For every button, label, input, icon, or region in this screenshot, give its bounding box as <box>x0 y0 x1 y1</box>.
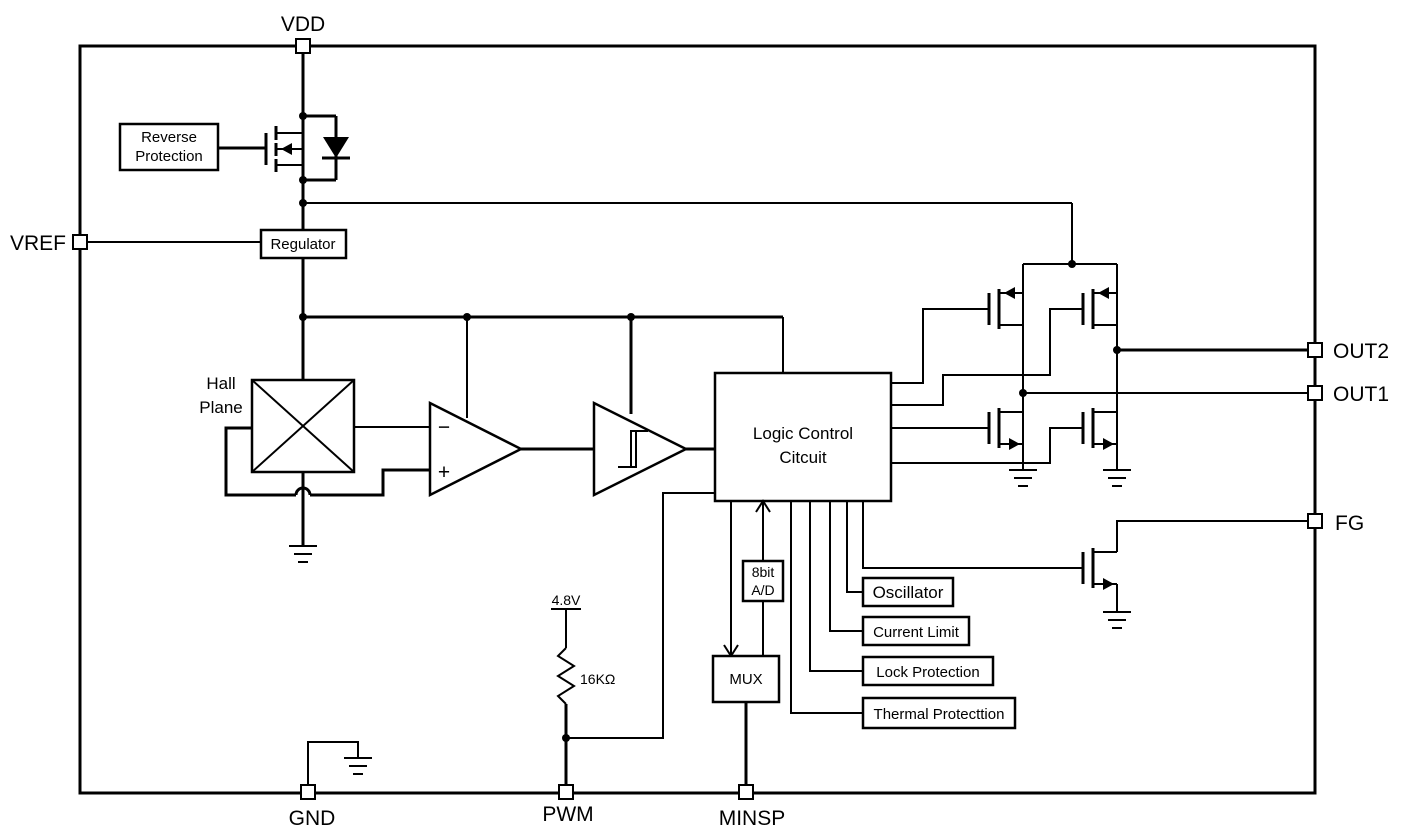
pin-out1: OUT1 <box>1307 383 1389 406</box>
body-diode <box>322 137 350 160</box>
pin-out2: OUT2 <box>1307 340 1389 363</box>
adc-label-1: 8bit <box>752 564 775 580</box>
thermal-protection-block: Thermal Protecttion <box>861 696 1017 730</box>
logic-control-label-2: Citcuit <box>779 448 827 467</box>
hall-ground-symbol <box>289 545 317 563</box>
mux-label: MUX <box>729 671 762 688</box>
fg-output-mosfet <box>862 501 1308 629</box>
pin-vdd-label: VDD <box>281 13 325 36</box>
high-side-mosfet-out2 <box>1081 287 1117 329</box>
pwm-wiring <box>551 492 715 785</box>
pin-minsp-label: MINSP <box>719 807 786 830</box>
hall-plane: Hall Plane <box>199 374 356 474</box>
pin-fg: FG <box>1307 512 1364 535</box>
pin-vref-label: VREF <box>10 232 66 255</box>
resistor-value-label: 16KΩ <box>580 671 615 687</box>
oscillator-block: Oscillator <box>861 576 955 608</box>
lock-protection-label: Lock Protection <box>876 664 979 681</box>
pin-pwm: PWM <box>542 784 594 826</box>
logic-control-block: Logic Control Citcuit <box>713 371 893 503</box>
chip-outline <box>78 44 1317 795</box>
pin-out2-label: OUT2 <box>1333 340 1389 363</box>
high-side-mosfet-out1 <box>987 287 1023 329</box>
low-side-mosfet-out2 <box>1081 408 1117 450</box>
logic-control-label-1: Logic Control <box>753 424 853 443</box>
pin-out1-label: OUT1 <box>1333 383 1389 406</box>
oscillator-label: Oscillator <box>873 583 944 602</box>
regulator-block: Regulator <box>259 228 348 260</box>
hall-plane-label-1: Hall <box>206 374 235 393</box>
hall-wiring <box>224 426 430 545</box>
mux-adc-wiring <box>723 499 771 785</box>
pin-minsp: MINSP <box>719 784 786 830</box>
vdd-rail <box>301 54 1073 264</box>
protection-wiring <box>790 501 863 714</box>
lock-protection-block: Lock Protection <box>861 655 995 687</box>
mux-block: MUX <box>711 654 781 704</box>
current-limit-block: Current Limit <box>861 615 971 647</box>
pin-gnd-label: GND <box>289 807 336 830</box>
h-bridge-wiring <box>891 263 1308 470</box>
internal-supply-rail <box>303 315 784 418</box>
supply-voltage-label: 4.8V <box>552 592 581 608</box>
pin-pwm-label: PWM <box>542 803 593 826</box>
pin-gnd: GND <box>289 784 336 830</box>
comparator-minus-sign: − <box>438 416 450 439</box>
reverse-protection-mosfet <box>218 126 303 172</box>
pin-vref: VREF <box>10 232 88 255</box>
reverse-protection-block: Reverse Protection <box>118 122 220 172</box>
comparator-plus-sign: + <box>438 461 450 484</box>
reverse-protection-label-1: Reverse <box>141 129 197 146</box>
hall-amplifier: − + <box>428 400 524 498</box>
schmitt-trigger <box>592 400 689 498</box>
pin-fg-label: FG <box>1335 512 1364 535</box>
regulator-label: Regulator <box>270 236 335 253</box>
adc-label-2: A/D <box>751 582 774 598</box>
current-limit-label: Current Limit <box>873 624 960 641</box>
hall-plane-label-2: Plane <box>199 398 242 417</box>
reverse-protection-label-2: Protection <box>135 148 203 165</box>
bridge-ground-symbols <box>1009 469 1131 487</box>
pin-vdd: VDD <box>281 13 325 54</box>
thermal-protection-label: Thermal Protecttion <box>874 706 1005 723</box>
gnd-wiring <box>307 741 372 785</box>
adc-block: 8bit A/D <box>741 559 785 603</box>
low-side-mosfet-out1 <box>987 408 1023 450</box>
